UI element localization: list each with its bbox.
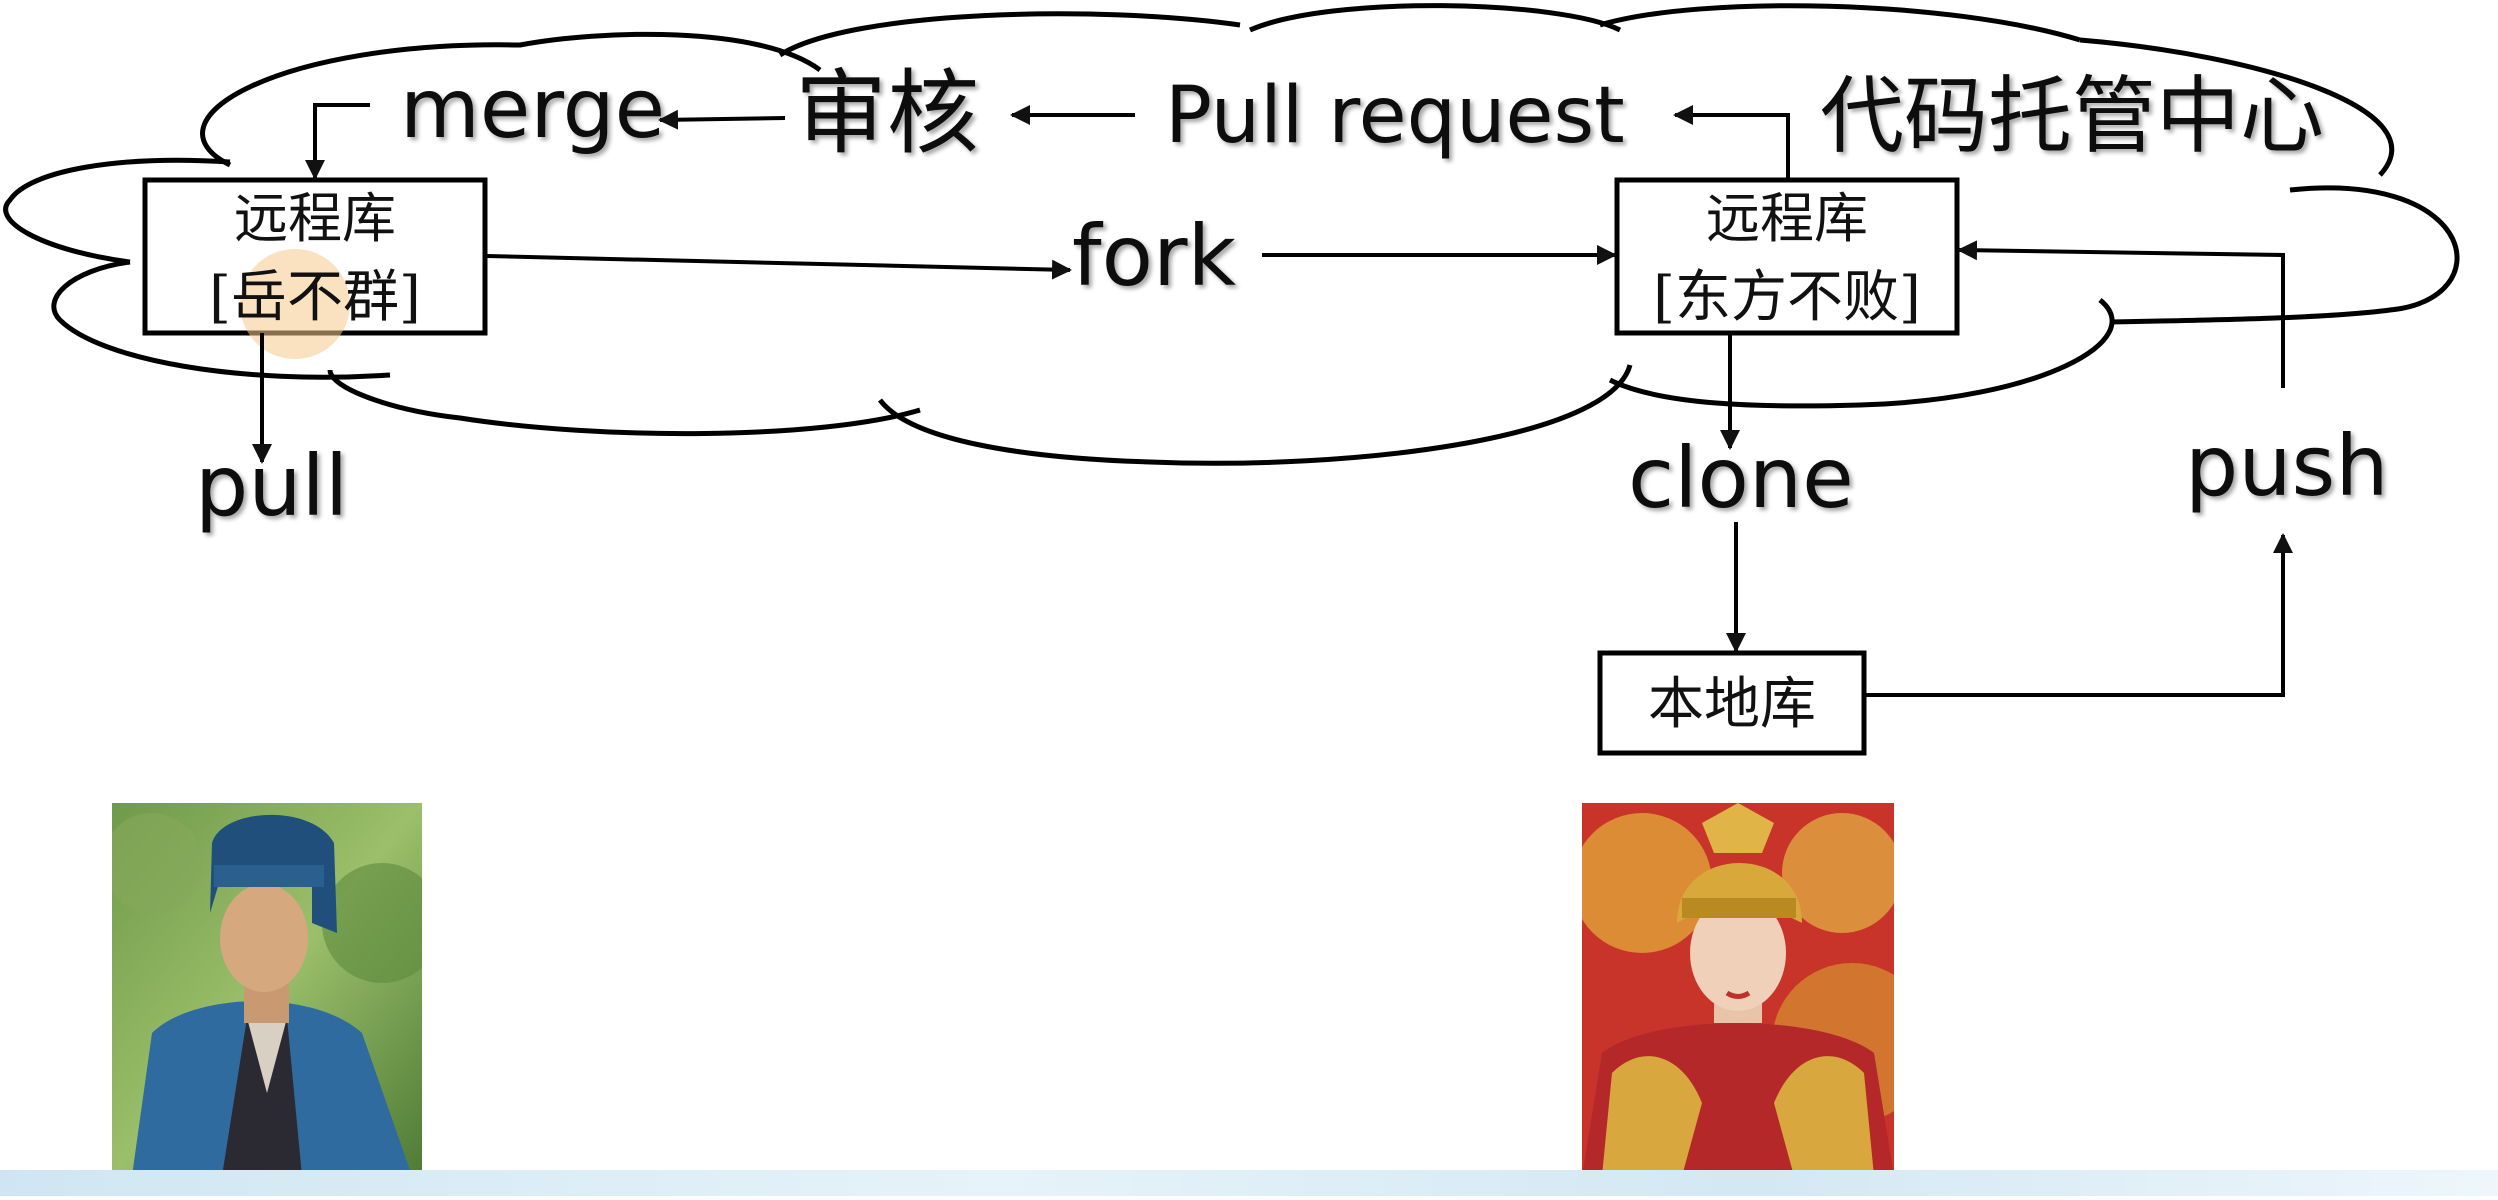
right-repo-label: 远程库 (1706, 187, 1868, 250)
fork-label: fork (1072, 207, 1237, 305)
pull-label: pull (195, 437, 348, 535)
pull-request-arrow (1673, 105, 1790, 180)
merge-to-repo-arrow (305, 103, 370, 180)
local-to-push-arrow (1866, 533, 2293, 697)
bottom-decoration (0, 1170, 2498, 1196)
push-to-repo-arrow (1957, 240, 2285, 388)
pull-request-label: Pull request (1165, 71, 1625, 161)
right-user-portrait (1582, 803, 1894, 1176)
left-repo-owner: [岳不群] (209, 265, 421, 330)
clone-label: clone (1628, 429, 1854, 527)
push-label: push (2185, 417, 2389, 515)
local-repo: 本地库 (1597, 650, 1867, 756)
left-repo-label: 远程库 (234, 187, 396, 250)
left-user-portrait (112, 803, 422, 1176)
left-remote-repo: 远程库 [岳不群] (142, 177, 488, 359)
review-label: 审核 (795, 60, 979, 167)
right-remote-repo: 远程库 [东方不败] (1614, 177, 1960, 336)
fork-source-arrow (486, 254, 1072, 280)
merge-arrow (658, 109, 786, 130)
cloud-shape (3, 3, 2460, 466)
cursor-highlight (240, 249, 350, 359)
cloud-label: 代码托管中心 (1820, 67, 2324, 165)
merge-label: merge (400, 62, 665, 157)
right-repo-owner: [东方不败] (1653, 265, 1921, 330)
local-repo-label: 本地库 (1648, 672, 1816, 737)
